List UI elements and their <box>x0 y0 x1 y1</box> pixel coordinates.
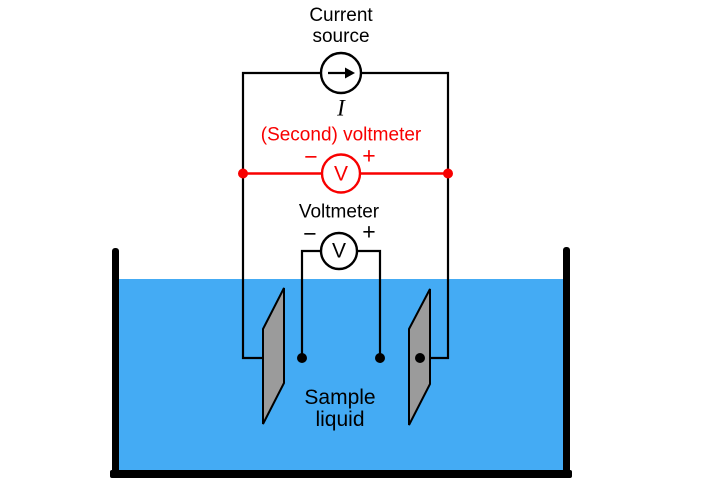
sample-liquid-line2: liquid <box>315 408 365 431</box>
voltmeter-minus-sign: − <box>303 220 317 247</box>
current-source-line2: source <box>312 26 370 47</box>
voltmeter-label: Voltmeter <box>298 201 380 223</box>
tank-bottom-wall <box>110 470 572 478</box>
voltmeter-plus-sign: + <box>362 218 376 245</box>
voltmeter-left-probe-wire <box>300 249 322 358</box>
sample-liquid-line1: Sample <box>304 386 376 409</box>
tank-left-wall <box>112 248 119 474</box>
voltmeter-symbol <box>319 231 359 271</box>
red-junction-dot-right <box>443 168 453 179</box>
current-source-line1: Current <box>309 5 373 26</box>
current-arrow-icon <box>328 67 355 79</box>
current-symbol-label: I <box>337 95 345 121</box>
second-voltmeter-label: (Second) voltmeter <box>260 124 422 146</box>
voltmeter-right-probe-wire <box>356 249 382 358</box>
voltmeter-letter: V <box>331 239 347 263</box>
left-electrode-plate <box>262 287 285 425</box>
second-voltmeter-plus-sign: + <box>362 142 376 169</box>
second-voltmeter-minus-sign: − <box>304 143 318 170</box>
tank-right-wall <box>563 247 570 474</box>
red-junction-dot-left <box>238 168 248 179</box>
left-probe-dot <box>297 353 307 363</box>
right-electrode-connection-dot <box>415 353 425 363</box>
right-probe-dot <box>375 353 385 363</box>
second-voltmeter-symbol <box>320 153 362 194</box>
sample-liquid-fill <box>119 279 563 474</box>
second-voltmeter-letter: V <box>333 162 349 186</box>
